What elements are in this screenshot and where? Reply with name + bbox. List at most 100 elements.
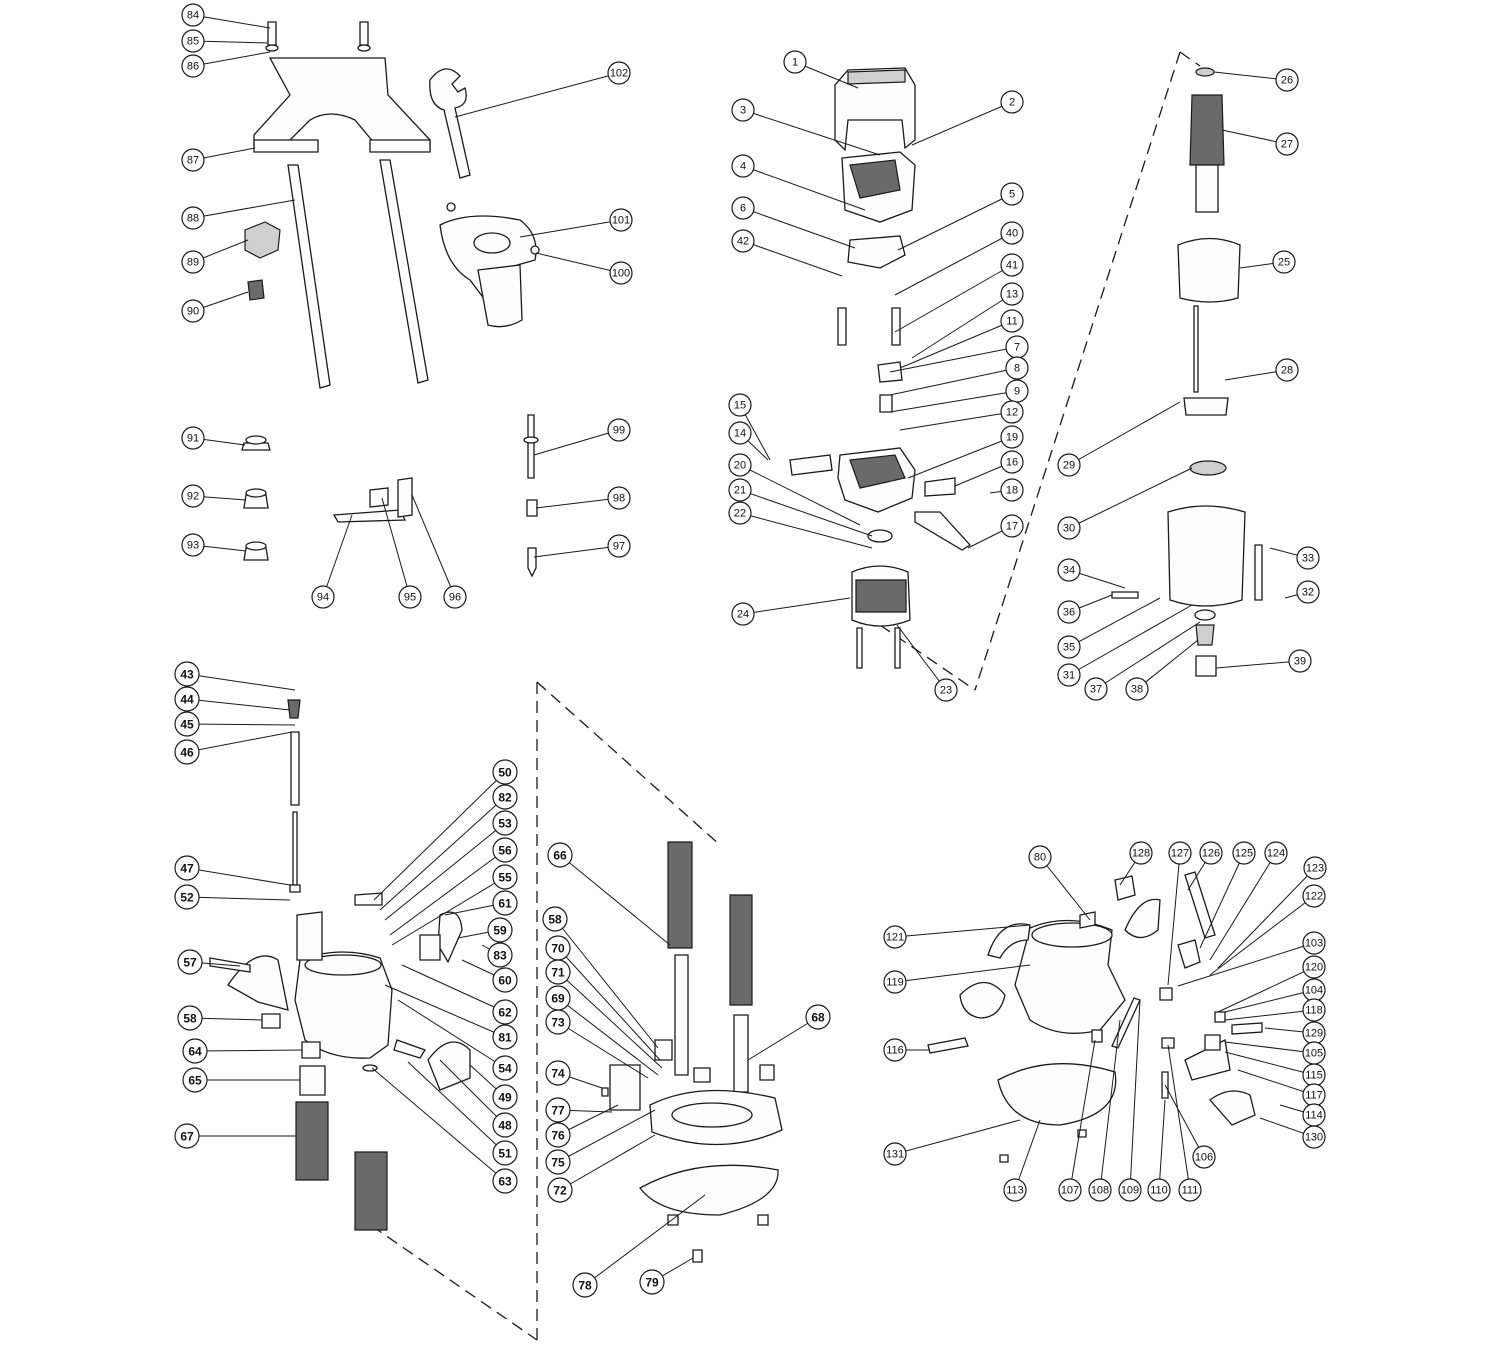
callout-30: 30 bbox=[1057, 516, 1081, 540]
callout-circle bbox=[545, 959, 571, 985]
callout-circle bbox=[174, 884, 200, 910]
callout-circle bbox=[607, 418, 631, 442]
leader-line bbox=[1068, 401, 1181, 466]
callout-5: 5 bbox=[1000, 182, 1024, 206]
callout-label: 91 bbox=[187, 433, 199, 445]
callout-105: 105 bbox=[1302, 1041, 1326, 1065]
wrench bbox=[429, 68, 471, 179]
callout-label: 56 bbox=[498, 844, 512, 858]
callout-label: 45 bbox=[180, 718, 194, 732]
callout-95: 95 bbox=[398, 585, 422, 609]
leader-line bbox=[747, 1016, 819, 1061]
callout-3: 3 bbox=[731, 98, 755, 122]
callout-111: 111 bbox=[1178, 1178, 1202, 1202]
brush-plate bbox=[847, 235, 906, 269]
hex-nut bbox=[244, 221, 281, 259]
collet bbox=[247, 279, 265, 301]
leader-line bbox=[411, 494, 456, 598]
leader-line bbox=[584, 1194, 706, 1286]
callout-61: 61 bbox=[492, 890, 518, 916]
callout-34: 34 bbox=[1057, 558, 1081, 582]
callout-circle bbox=[1178, 1178, 1202, 1202]
leader-line bbox=[1136, 639, 1199, 690]
callout-circle bbox=[177, 1005, 203, 1031]
callout-45: 45 bbox=[174, 711, 200, 737]
leader-line bbox=[557, 971, 663, 1069]
callout-62: 62 bbox=[492, 999, 518, 1025]
callout-circle bbox=[181, 299, 205, 323]
callout-label: 57 bbox=[183, 956, 197, 970]
callout-label: 100 bbox=[612, 268, 630, 280]
callout-121: 121 bbox=[883, 925, 907, 949]
dust-port-tube bbox=[477, 264, 523, 328]
callout-circle bbox=[1057, 600, 1081, 624]
callout-130: 130 bbox=[1302, 1125, 1326, 1149]
callout-label: 115 bbox=[1305, 1070, 1323, 1082]
callout-85: 85 bbox=[181, 29, 205, 53]
callout-label: 131 bbox=[886, 1149, 904, 1161]
callout-circle bbox=[492, 999, 518, 1025]
callout-99: 99 bbox=[607, 418, 631, 442]
callout-label: 7 bbox=[1014, 342, 1020, 354]
callout-68: 68 bbox=[805, 1004, 831, 1030]
callout-label: 85 bbox=[187, 36, 199, 48]
callout-83: 83 bbox=[487, 942, 513, 968]
callout-label: 11 bbox=[1006, 316, 1017, 328]
leader-line bbox=[1209, 852, 1277, 961]
spring-66b bbox=[729, 894, 753, 1006]
leader-line bbox=[519, 219, 622, 238]
callout-label: 71 bbox=[551, 966, 565, 980]
callout-37: 37 bbox=[1084, 677, 1108, 701]
callout-46: 46 bbox=[174, 739, 200, 765]
callout-circle bbox=[1000, 514, 1024, 538]
callout-label: 70 bbox=[551, 942, 565, 956]
motor-assembly bbox=[789, 67, 972, 669]
callout-8: 8 bbox=[1005, 356, 1029, 380]
callout-label: 108 bbox=[1091, 1185, 1109, 1197]
callout-label: 39 bbox=[1294, 656, 1306, 668]
template-guides bbox=[241, 414, 539, 578]
handle-right bbox=[427, 1041, 471, 1091]
callout-circle bbox=[1057, 663, 1081, 687]
callout-label: 19 bbox=[1006, 432, 1018, 444]
callout-86: 86 bbox=[181, 54, 205, 78]
guide-rod-right bbox=[379, 159, 429, 384]
callout-label: 116 bbox=[886, 1045, 904, 1057]
callout-72: 72 bbox=[547, 1177, 573, 1203]
callout-circle bbox=[728, 478, 752, 502]
guide-rod-left bbox=[287, 164, 331, 389]
leader-line bbox=[1217, 966, 1315, 1013]
callout-circle bbox=[883, 970, 907, 994]
leader-line bbox=[192, 14, 271, 29]
callout-label: 89 bbox=[187, 257, 199, 269]
callout-label: 66 bbox=[553, 849, 567, 863]
callout-104: 104 bbox=[1302, 978, 1326, 1002]
callout-circle bbox=[492, 890, 518, 916]
callout-label: 87 bbox=[187, 155, 199, 167]
spring-66 bbox=[667, 841, 693, 949]
leader-line bbox=[535, 252, 622, 274]
callout-label: 122 bbox=[1305, 891, 1323, 903]
callout-circle bbox=[607, 486, 631, 510]
callout-label: 21 bbox=[734, 485, 746, 497]
callout-circle bbox=[1275, 68, 1299, 92]
callout-127: 127 bbox=[1168, 841, 1192, 865]
callout-circle bbox=[607, 61, 631, 85]
callout-label: 12 bbox=[1006, 407, 1018, 419]
leader-line bbox=[1158, 1099, 1166, 1191]
callout-label: 2 bbox=[1009, 97, 1015, 109]
callout-label: 16 bbox=[1006, 457, 1018, 469]
callout-56: 56 bbox=[492, 837, 518, 863]
callout-circle bbox=[443, 585, 467, 609]
callout-label: 50 bbox=[498, 766, 512, 780]
callout-circle bbox=[731, 229, 755, 253]
callout-28: 28 bbox=[1275, 358, 1299, 382]
leader-line bbox=[742, 109, 881, 156]
plunge-base-assembly bbox=[209, 699, 471, 1231]
callout-circle bbox=[805, 1004, 831, 1030]
leader-line bbox=[742, 597, 851, 615]
callout-73: 73 bbox=[545, 1009, 571, 1035]
leader-line bbox=[911, 101, 1013, 146]
callout-circle bbox=[1057, 453, 1081, 477]
leader-line bbox=[889, 367, 1018, 396]
